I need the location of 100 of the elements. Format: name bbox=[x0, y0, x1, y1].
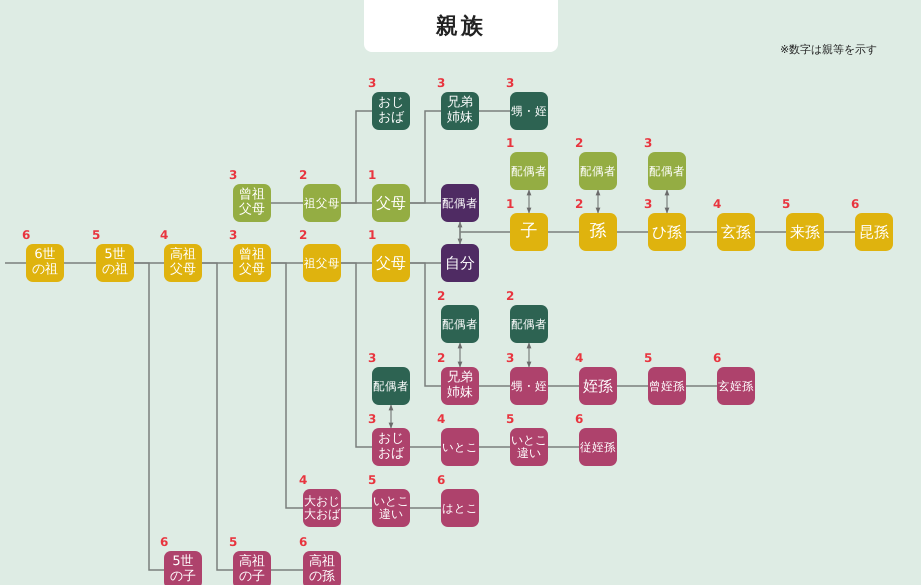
connector-line bbox=[341, 110, 372, 204]
relationship-box: 昆孫 bbox=[855, 213, 893, 251]
degree-number: 6 bbox=[437, 473, 446, 487]
connector-line bbox=[617, 231, 648, 233]
connector-line bbox=[271, 569, 303, 571]
degree-number: 6 bbox=[22, 228, 30, 242]
degree-number: 4 bbox=[160, 228, 168, 242]
relationship-box: 姪孫 bbox=[579, 367, 617, 405]
connector-line bbox=[479, 446, 510, 448]
connector-line bbox=[479, 110, 510, 112]
degree-number: 2 bbox=[299, 168, 308, 182]
degree-number: 1 bbox=[506, 136, 514, 150]
degree-number: 2 bbox=[437, 289, 446, 303]
relationship-box: 曾祖父母 bbox=[233, 244, 271, 282]
relationship-box: いとこ違い bbox=[372, 489, 410, 527]
connector-line bbox=[202, 262, 233, 571]
degree-number: 3 bbox=[368, 76, 376, 90]
double-arrow bbox=[596, 189, 600, 214]
relationship-box: いとこ違い bbox=[510, 428, 548, 466]
relationship-box: 5世の祖 bbox=[96, 244, 134, 282]
connector-line bbox=[548, 231, 579, 233]
degree-number: 6 bbox=[575, 412, 584, 426]
degree-number: 3 bbox=[368, 412, 376, 426]
relationship-box: 兄弟姉妹 bbox=[441, 92, 479, 130]
degree-number: 3 bbox=[229, 168, 238, 182]
relationship-box: 高祖父母 bbox=[164, 244, 202, 282]
relationship-box: 祖父母 bbox=[303, 184, 341, 222]
relationship-box: おじおば bbox=[372, 428, 410, 466]
degree-number: 1 bbox=[506, 197, 514, 211]
double-arrow bbox=[664, 189, 670, 214]
double-arrow bbox=[458, 221, 462, 245]
relationship-box: 配偶者 bbox=[579, 152, 617, 190]
relationship-box: 配偶者 bbox=[372, 367, 410, 405]
connector-line bbox=[410, 446, 441, 448]
relationship-box: 玄姪孫 bbox=[717, 367, 755, 405]
relationship-box: 父母 bbox=[372, 244, 410, 282]
degree-number: 4 bbox=[299, 473, 308, 487]
degree-number: 2 bbox=[575, 136, 584, 150]
degree-number: 4 bbox=[713, 197, 722, 211]
double-arrow bbox=[526, 342, 532, 368]
relationship-box: 自分 bbox=[441, 244, 479, 282]
relationship-box: 配偶者 bbox=[441, 184, 479, 222]
connector-line bbox=[755, 231, 786, 233]
degree-number: 5 bbox=[644, 351, 652, 365]
connector-line bbox=[617, 385, 648, 387]
degree-number: 3 bbox=[644, 197, 652, 211]
degree-number: 1 bbox=[368, 228, 376, 242]
degree-number: 2 bbox=[299, 228, 308, 242]
relationship-box: 高祖の孫 bbox=[303, 551, 341, 585]
relationship-box: 曾姪孫 bbox=[648, 367, 686, 405]
degree-number: 2 bbox=[437, 351, 446, 365]
relationship-box: 従姪孫 bbox=[579, 428, 617, 466]
relationship-box: 兄弟姉妹 bbox=[441, 367, 479, 405]
relationship-box: 甥・姪 bbox=[510, 92, 548, 130]
connector-line bbox=[479, 385, 510, 387]
degree-number: 3 bbox=[437, 76, 446, 90]
relationship-box: 来孫 bbox=[786, 213, 824, 251]
relationship-box: ひ孫 bbox=[648, 213, 686, 251]
degree-number: 6 bbox=[299, 535, 308, 549]
connector-line bbox=[341, 262, 372, 448]
connector-line bbox=[5, 262, 26, 264]
note-text: ※数字は親等を示す bbox=[780, 42, 878, 57]
degree-number: 3 bbox=[368, 351, 376, 365]
double-arrow bbox=[458, 342, 462, 368]
degree-number: 3 bbox=[229, 228, 238, 242]
degree-number: 5 bbox=[92, 228, 100, 242]
degree-number: 4 bbox=[437, 412, 446, 426]
degree-number: 3 bbox=[506, 76, 514, 90]
double-arrow bbox=[526, 189, 532, 214]
connector-line bbox=[824, 231, 855, 233]
connector-line bbox=[134, 262, 164, 571]
degree-number: 6 bbox=[851, 197, 860, 211]
connector-line bbox=[271, 262, 303, 509]
relationship-box: おじおば bbox=[372, 92, 410, 130]
connector-line bbox=[459, 221, 511, 245]
relationship-box: 配偶者 bbox=[510, 152, 548, 190]
relationship-box: はとこ bbox=[441, 489, 479, 527]
degree-number: 5 bbox=[506, 412, 514, 426]
relationship-box: 配偶者 bbox=[441, 305, 479, 343]
degree-number: 6 bbox=[713, 351, 722, 365]
degree-number: 2 bbox=[506, 289, 514, 303]
degree-number: 3 bbox=[506, 351, 514, 365]
relationship-box: いとこ bbox=[441, 428, 479, 466]
relationship-box: 大おじ大おば bbox=[303, 489, 341, 527]
connector-line bbox=[686, 231, 717, 233]
relationship-box: 曾祖父母 bbox=[233, 184, 271, 222]
connector-line bbox=[410, 507, 441, 509]
relationship-box: 配偶者 bbox=[648, 152, 686, 190]
double-arrow bbox=[388, 404, 394, 429]
degree-number: 2 bbox=[575, 197, 584, 211]
connector-line bbox=[341, 507, 372, 509]
degree-number: 5 bbox=[782, 197, 790, 211]
degree-number: 5 bbox=[229, 535, 238, 549]
degree-number: 6 bbox=[160, 535, 168, 549]
relationship-box: 6世の祖 bbox=[26, 244, 64, 282]
relationship-box: 祖父母 bbox=[303, 244, 341, 282]
relationship-box: 高祖の子 bbox=[233, 551, 271, 585]
connector-line bbox=[686, 385, 717, 387]
connector-line bbox=[410, 110, 441, 204]
connector-line bbox=[410, 262, 441, 387]
